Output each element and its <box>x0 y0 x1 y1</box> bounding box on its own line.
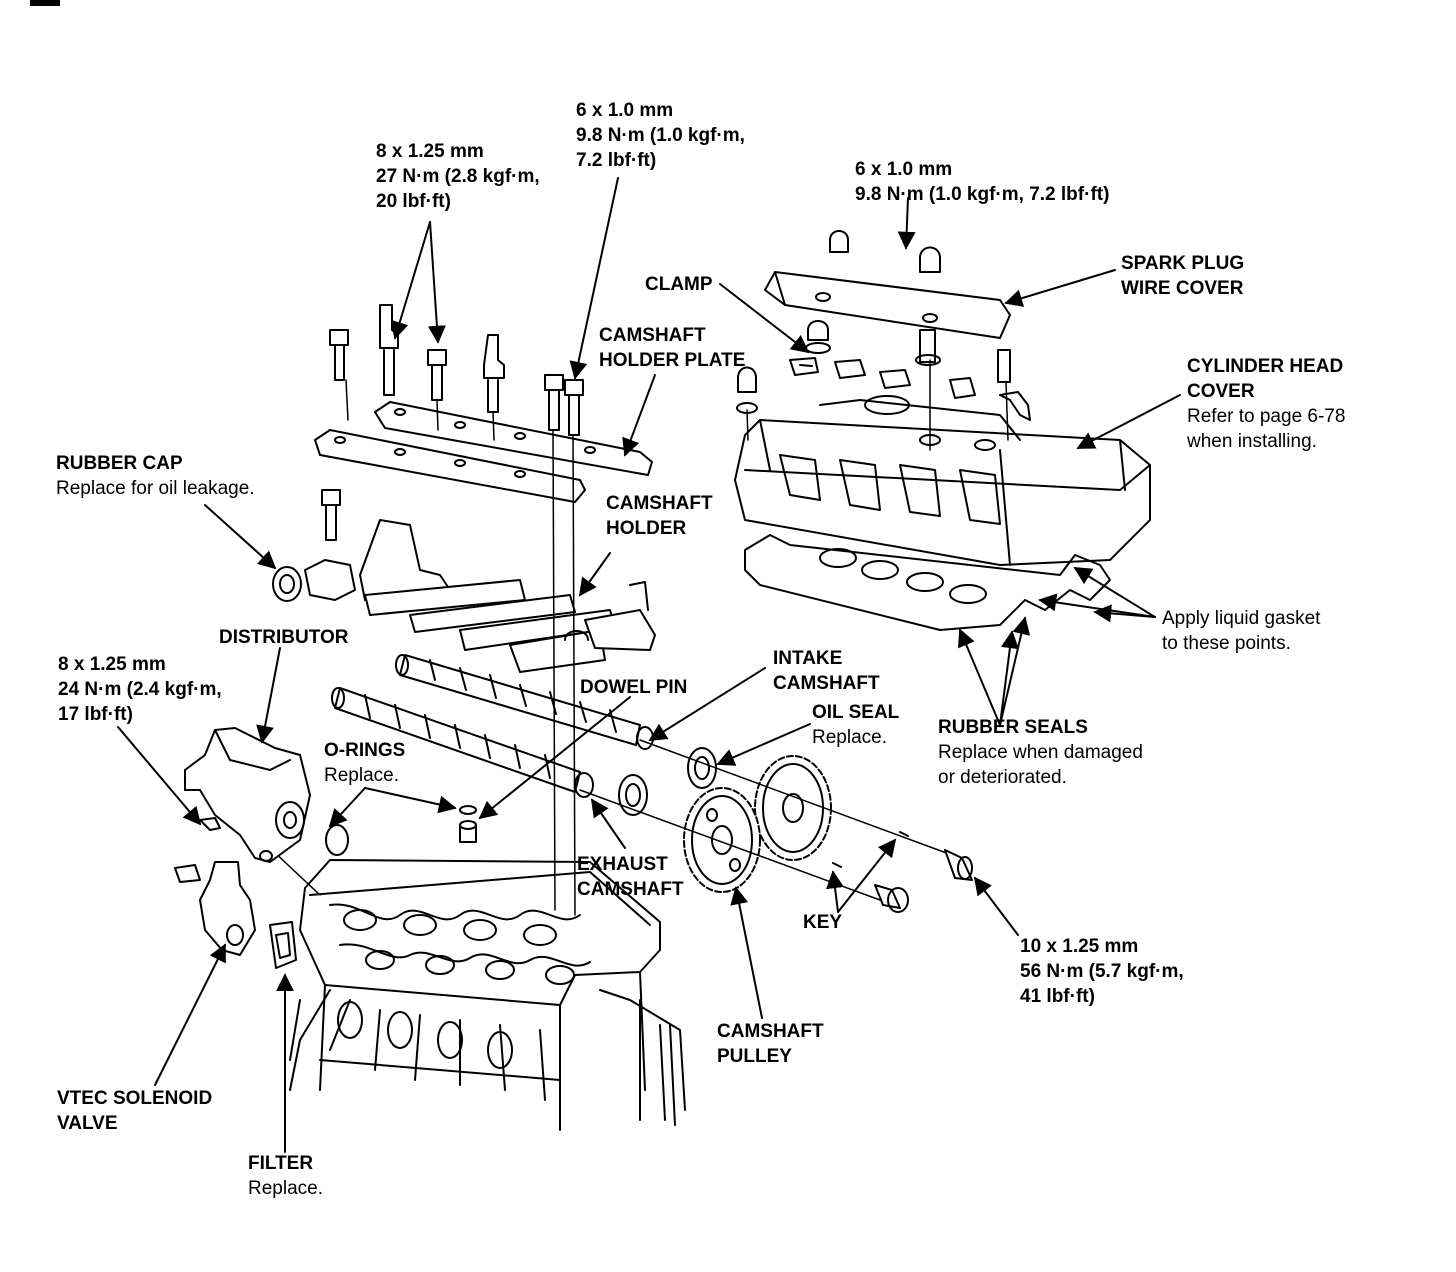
corner-mark <box>30 0 60 6</box>
top-bolts <box>321 304 584 541</box>
label-camshaft-holder-plate: CAMSHAFT HOLDER PLATE <box>599 325 746 371</box>
label-rubber-seals: RUBBER SEALS Replace when damaged or det… <box>938 717 1143 788</box>
label-rubber-cap: RUBBER CAP Replace for oil leakage. <box>56 453 255 499</box>
label-exhaust-camshaft: EXHAUST CAMSHAFT <box>577 854 684 900</box>
label-cylinder-head-cover: CYLINDER HEAD COVER Refer to page 6-78 w… <box>1187 356 1346 452</box>
filter-part <box>269 921 297 969</box>
centerlines <box>239 359 1009 916</box>
label-bolt-10x125: 10 x 1.25 mm 56 N·m (5.7 kgf·m, 41 lbf·f… <box>1020 936 1184 1007</box>
label-o-rings: O-RINGS Replace. <box>324 740 406 786</box>
camshaft-pulleys <box>683 755 832 893</box>
label-clamp: CLAMP <box>645 274 713 295</box>
label-spark-plug-wire-cover: SPARK PLUG WIRE COVER <box>1121 253 1245 299</box>
label-oil-seal: OIL SEAL Replace. <box>812 702 900 748</box>
cylinder-head <box>289 859 686 1131</box>
label-bolt-6x10-top: 6 x 1.0 mm 9.8 N·m (1.0 kgf·m, 7.2 lbf·f… <box>576 100 745 171</box>
leader-arrows <box>117 177 1181 1153</box>
dowel-pin-o-ring <box>325 805 477 856</box>
label-camshaft-pulley: CAMSHAFT PULLEY <box>717 1021 824 1067</box>
label-filter: FILTER Replace. <box>248 1153 323 1199</box>
distributor-part <box>184 727 311 863</box>
spark-plug-wire-cover <box>764 230 1011 339</box>
label-bolt-6x10-right: 6 x 1.0 mm 9.8 N·m (1.0 kgf·m, 7.2 lbf·f… <box>855 159 1110 205</box>
head-cover-gasket <box>744 534 1111 631</box>
cylinder-head-cover <box>734 395 1151 566</box>
clamps <box>736 320 1031 421</box>
cam-journals <box>343 909 575 985</box>
camshaft-holder-plates <box>314 401 653 503</box>
label-bolt-8x125-top: 8 x 1.25 mm 27 N·m (2.8 kgf·m, 20 lbf·ft… <box>376 141 540 212</box>
pulley-bolts <box>832 831 973 913</box>
label-vtec-solenoid-valve: VTEC SOLENOID VALVE <box>57 1088 213 1134</box>
label-intake-camshaft: INTAKE CAMSHAFT <box>773 648 880 694</box>
vtec-solenoid-part <box>174 861 256 956</box>
label-dowel-pin: DOWEL PIN <box>580 677 688 698</box>
rubber-cap-part <box>272 566 302 602</box>
label-camshaft-holder: CAMSHAFT HOLDER <box>606 493 713 539</box>
label-distributor: DISTRIBUTOR <box>219 627 349 648</box>
camshaft-holders <box>304 519 656 673</box>
label-key: KEY <box>803 912 843 933</box>
label-apply-liquid-gasket: Apply liquid gasket to these points. <box>1162 608 1321 654</box>
label-bolt-8x125-left: 8 x 1.25 mm 24 N·m (2.4 kgf·m, 17 lbf·ft… <box>58 654 222 725</box>
